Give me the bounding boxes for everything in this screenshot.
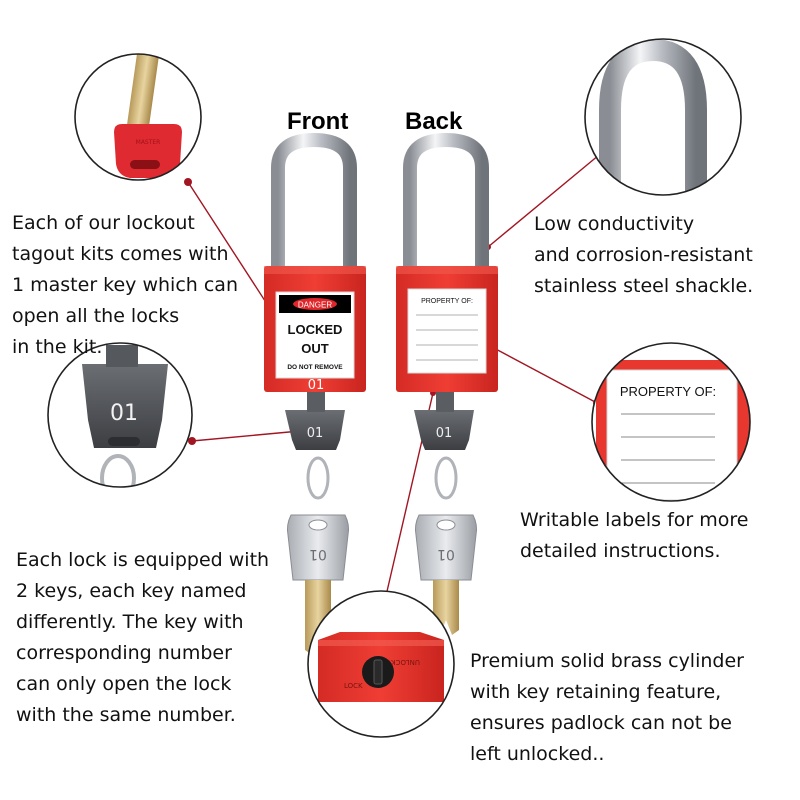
front-padlock: DANGER LOCKED OUT DO NOT REMOVE 01 01 01 <box>264 132 366 655</box>
cylinder-lock-label: LOCK <box>344 682 363 690</box>
front-danger-tag: DANGER LOCKED OUT DO NOT REMOVE <box>275 291 355 379</box>
back-shackle <box>403 132 489 268</box>
property-label-zoom: PROPERTY OF: <box>591 342 751 502</box>
do-not-remove-label: DO NOT REMOVE <box>287 364 343 371</box>
cylinder-callout: Premium solid brass cylinder with key re… <box>470 650 744 765</box>
svg-text:01: 01 <box>437 546 455 562</box>
svg-text:01: 01 <box>436 426 453 441</box>
writable-callout: Writable labels for more detailed instru… <box>520 509 749 562</box>
back-property-tag: PROPERTY OF: <box>407 288 487 374</box>
front-key-ring <box>306 456 330 500</box>
zoom-key-number: 01 <box>110 401 138 426</box>
cylinder-unlock-label: UNLOCK <box>391 658 420 666</box>
zoom-property-label: PROPERTY OF: <box>620 384 716 399</box>
danger-label: DANGER <box>298 301 332 310</box>
back-heading: Back <box>405 108 463 135</box>
silver-key-number: 01 <box>309 546 327 562</box>
front-shackle <box>271 132 357 268</box>
master-key-callout: Each of our lockout tagout kits comes wi… <box>12 212 238 358</box>
locked-label: LOCKED <box>288 322 343 337</box>
back-property-label: PROPERTY OF: <box>421 298 473 305</box>
key-number-zoom: 01 <box>47 342 193 488</box>
front-heading: Front <box>287 108 349 135</box>
dark-key-number: 01 <box>307 426 324 441</box>
back-key-ring <box>434 456 458 500</box>
back-dark-key: 01 <box>414 392 474 450</box>
front-lock-number: 01 <box>308 378 325 393</box>
front-silver-key: 01 <box>286 514 350 655</box>
front-dark-key: 01 <box>285 392 345 450</box>
master-key-zoom: MASTER <box>74 53 202 181</box>
keys-callout: Each lock is equipped with 2 keys, each … <box>16 549 270 726</box>
svg-text:MASTER: MASTER <box>136 139 161 146</box>
shackle-zoom <box>584 38 742 196</box>
back-padlock: PROPERTY OF: 01 01 <box>396 132 498 635</box>
cylinder-zoom: LOCK UNLOCK <box>307 590 455 738</box>
out-label: OUT <box>301 341 329 356</box>
shackle-callout: Low conductivity and corrosion-resistant… <box>534 213 754 297</box>
